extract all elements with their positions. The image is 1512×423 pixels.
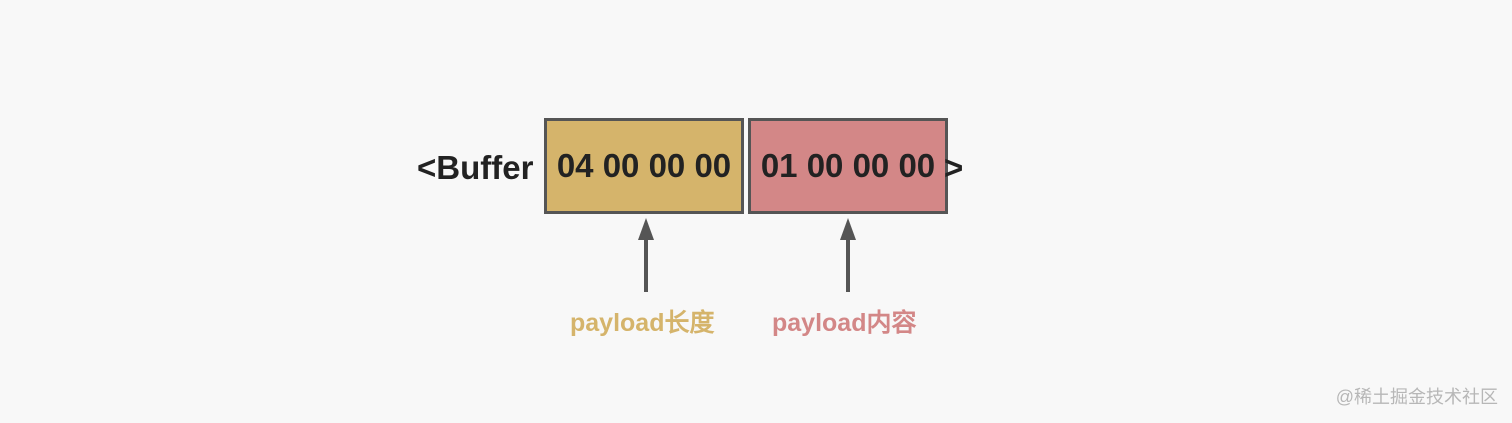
length-arrow-head	[638, 218, 654, 240]
buffer-prefix: <Buffer	[417, 149, 534, 186]
payload-length-box: 04 00 00 00	[544, 118, 744, 214]
watermark: @稀土掘金技术社区	[1335, 387, 1498, 407]
payload-content-box: 01 00 00 00	[748, 118, 948, 214]
buffer-suffix: >	[944, 149, 964, 186]
content-arrow	[840, 218, 856, 292]
content-arrow-head	[840, 218, 856, 240]
length-arrow	[638, 218, 654, 292]
payload-content-label: payload内容	[772, 309, 917, 337]
payload-length-label: payload长度	[570, 309, 715, 337]
